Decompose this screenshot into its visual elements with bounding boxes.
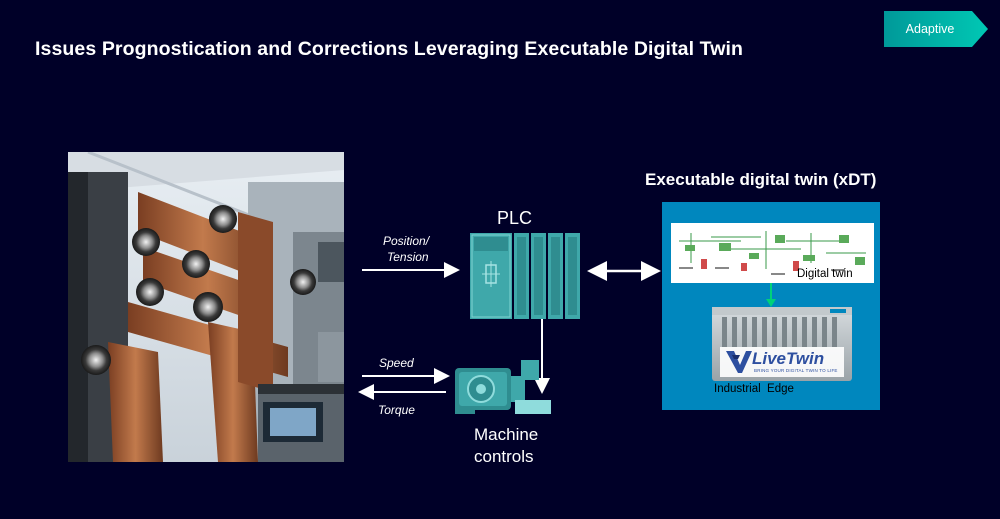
- tension-label: Tension: [387, 250, 429, 264]
- torque-label: Torque: [378, 403, 415, 417]
- plc-title: PLC: [497, 208, 533, 228]
- green-down-arrow-icon: [766, 283, 776, 307]
- digital-twin-label: Digital twin: [797, 268, 853, 280]
- badge-shape: [884, 11, 988, 47]
- machine-photo: [68, 152, 344, 462]
- position-label: Position/: [383, 234, 430, 248]
- xdt-title: Executable digital twin (xDT): [645, 170, 877, 189]
- motor-drive-icon: [455, 360, 551, 416]
- livetwin-logo-text: LiveTwin: [752, 349, 825, 368]
- machine-controls-line1: Machine: [474, 425, 539, 444]
- plc-device: [470, 233, 580, 319]
- digital-twin-panel: [671, 223, 874, 283]
- speed-label: Speed: [379, 356, 414, 370]
- badge-label: Adaptive: [905, 22, 955, 36]
- adaptive-badge: Adaptive: [884, 11, 988, 47]
- schematic-icon: [679, 231, 866, 275]
- livetwin-tagline: BRING YOUR DIGITAL TWIN TO LIFE: [754, 368, 838, 373]
- machine-controls-label: Machine controls: [474, 424, 538, 468]
- industrial-edge-label: Industrial Edge: [714, 383, 794, 395]
- page-title: Issues Prognostication and Corrections L…: [35, 38, 744, 60]
- industrial-edge-device: LiveTwin BRING YOUR DIGITAL TWIN TO LIFE: [712, 307, 852, 381]
- machine-controls-line2: controls: [474, 447, 534, 466]
